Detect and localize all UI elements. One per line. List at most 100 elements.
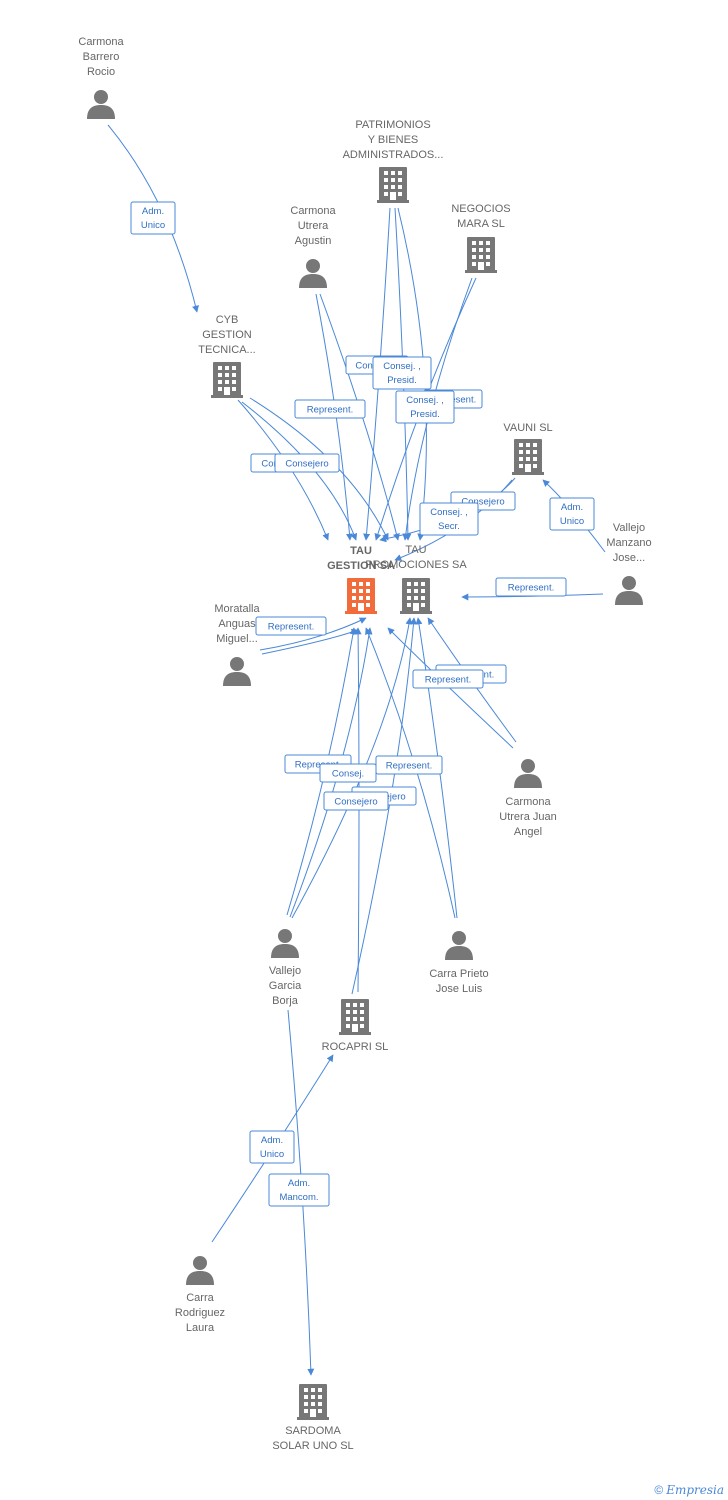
edge-label[interactable]: Consej. ,Secr. bbox=[419, 502, 479, 536]
node-label: PATRIMONIOS bbox=[355, 119, 430, 131]
edge-label-box bbox=[323, 791, 389, 811]
edge-label-box bbox=[412, 669, 484, 689]
node-label: Agustin bbox=[295, 235, 332, 247]
edge-label-text: Consej. , bbox=[406, 395, 444, 406]
node-sardoma[interactable]: SARDOMA SOLAR UNO SL bbox=[272, 1384, 354, 1452]
edge-label-text: Represent. bbox=[295, 760, 341, 771]
edge-label[interactable]: Consej. ,Presid. bbox=[395, 390, 455, 424]
edge-label-text: Consejero bbox=[461, 497, 504, 508]
node-label: Laura bbox=[186, 1322, 215, 1334]
edge-label-text: Represent. bbox=[508, 583, 554, 594]
edge-label-text: Consejero bbox=[285, 459, 328, 470]
node-vauni[interactable]: VAUNI SL bbox=[503, 422, 553, 475]
node-label: ADMINISTRADOS... bbox=[343, 149, 444, 161]
person-icon bbox=[223, 657, 251, 686]
person-icon bbox=[445, 931, 473, 960]
edge-label-box bbox=[319, 763, 377, 783]
edge-label-text: Consejero bbox=[334, 797, 377, 808]
building-icon bbox=[211, 362, 243, 398]
edge-agustin-tau_promo bbox=[319, 293, 400, 541]
edge-label-text: Represent. bbox=[307, 405, 353, 416]
node-moratalla[interactable]: MoratallaAnguasMiguel... bbox=[214, 603, 260, 686]
node-label: Moratalla bbox=[214, 603, 260, 615]
edge-label[interactable]: Represent. bbox=[495, 577, 567, 597]
node-label: SOLAR UNO SL bbox=[272, 1440, 353, 1452]
edge-label[interactable]: Consej. ,Presid. bbox=[372, 356, 432, 390]
person-icon bbox=[186, 1256, 214, 1285]
edge-label-text: Unico bbox=[560, 516, 584, 527]
node-label: MARA SL bbox=[457, 218, 505, 230]
building-icon bbox=[297, 1384, 329, 1420]
node-label: Y BIENES bbox=[368, 134, 419, 146]
edge-label[interactable]: Represent. bbox=[375, 755, 443, 775]
edge-label-text: Consej. bbox=[332, 769, 364, 780]
node-label: GESTION SA bbox=[327, 560, 395, 572]
node-label: Utrera Juan bbox=[499, 811, 556, 823]
node-label: Rocio bbox=[87, 66, 115, 78]
edge-label-text: Unico bbox=[260, 1149, 284, 1160]
edge-moratalla-tau_gestion bbox=[259, 617, 367, 651]
edge-label[interactable]: Consejero bbox=[274, 453, 340, 473]
edge-labels-layer: Adm.UnicoConsejeroConsej. ,Presid.Repres… bbox=[130, 201, 595, 1207]
edge-label-box bbox=[419, 502, 479, 536]
node-label: Carra Prieto bbox=[429, 968, 488, 980]
building-icon bbox=[465, 237, 497, 273]
brand-logo: Empresia bbox=[666, 1483, 724, 1497]
node-label: SARDOMA bbox=[285, 1425, 341, 1437]
edges-layer bbox=[107, 124, 606, 1376]
node-label: Garcia bbox=[269, 980, 302, 992]
node-patrimonios[interactable]: PATRIMONIOS Y BIENES ADMINISTRADOS... bbox=[343, 119, 444, 203]
node-rocapri[interactable]: ROCAPRI SL bbox=[322, 999, 389, 1053]
node-label: Carmona bbox=[78, 36, 124, 48]
building-icon bbox=[400, 578, 432, 614]
edge-label-text: Adm. bbox=[561, 502, 583, 513]
edge-label[interactable]: Adm. Unico bbox=[549, 497, 595, 531]
edge-borja-tau_promo bbox=[291, 617, 413, 919]
edge-label-text: Presid. bbox=[387, 375, 417, 386]
node-label: GESTION bbox=[202, 329, 252, 341]
edge-label-text: Consej. , bbox=[430, 507, 468, 518]
brand-footer[interactable]: ©Empresia bbox=[654, 1483, 724, 1497]
node-cyb[interactable]: CYBGESTIONTECNICA... bbox=[198, 314, 256, 398]
edge-label[interactable]: Consej. bbox=[319, 763, 377, 783]
edge-label[interactable]: Represent. bbox=[412, 669, 484, 689]
edge-label-text: Represent. bbox=[425, 675, 471, 686]
edge-label[interactable]: Represent. bbox=[294, 399, 366, 419]
node-label: Rodriguez bbox=[175, 1307, 225, 1319]
node-vallejo-manzano[interactable]: VallejoManzanoJose... bbox=[606, 522, 652, 605]
edge-label-box bbox=[130, 201, 176, 235]
node-label: Vallejo bbox=[613, 522, 645, 534]
edge-label-text: Mancom. bbox=[279, 1192, 318, 1203]
edge-label-box bbox=[372, 356, 432, 390]
edge-label-box bbox=[495, 577, 567, 597]
edge-label[interactable]: Adm.Unico bbox=[249, 1130, 295, 1164]
node-label: Manzano bbox=[606, 537, 651, 549]
edge-label-box bbox=[274, 453, 340, 473]
copyright-icon: © bbox=[654, 1483, 664, 1497]
node-label: Anguas bbox=[218, 618, 256, 630]
edge-label[interactable]: Consejero bbox=[323, 791, 389, 811]
node-label: Borja bbox=[272, 995, 299, 1007]
edge-label-text: Represent. bbox=[386, 761, 432, 772]
edge-label[interactable]: Adm.Unico bbox=[130, 201, 176, 235]
edge-label[interactable]: Adm. Mancom. bbox=[268, 1173, 330, 1207]
building-icon bbox=[512, 439, 544, 475]
node-label: CYB bbox=[216, 314, 239, 326]
edge-label-text: Adm. bbox=[142, 206, 164, 217]
edge-label-box bbox=[268, 1173, 330, 1207]
edge-label-text: Adm. bbox=[288, 1178, 310, 1189]
node-label: Jose Luis bbox=[436, 983, 483, 995]
edge-label[interactable]: Represent. bbox=[255, 616, 327, 636]
edge-label-text: Represent. bbox=[268, 622, 314, 633]
